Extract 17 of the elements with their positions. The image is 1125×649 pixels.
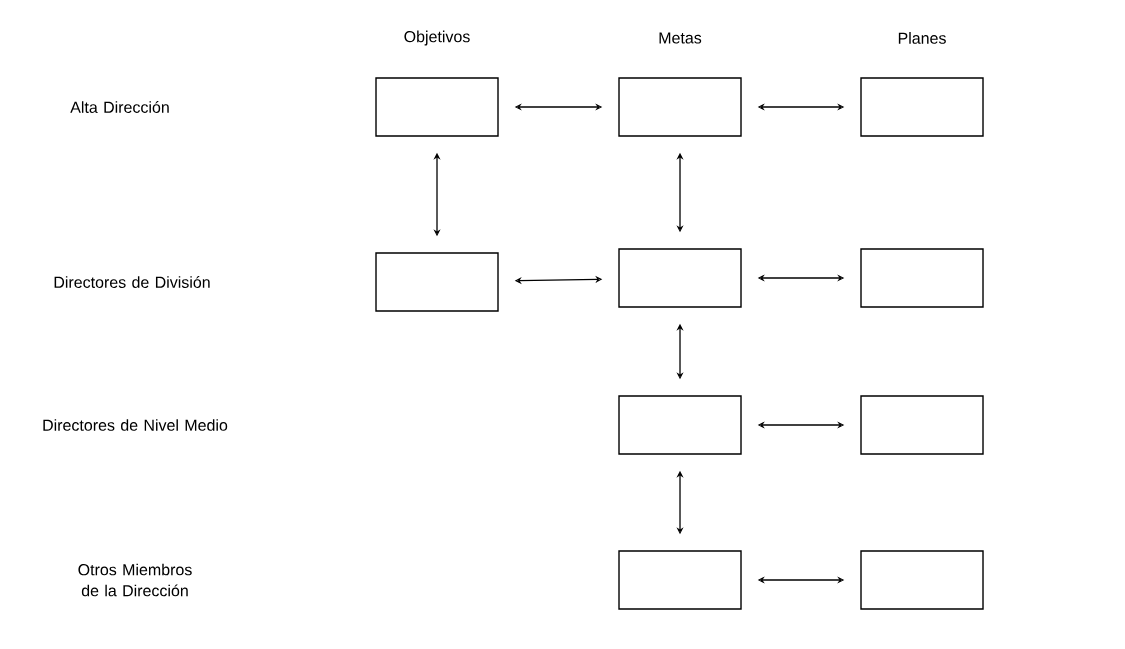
empty-box <box>860 77 984 137</box>
column-heading: Metas <box>659 32 702 44</box>
empty-box <box>375 252 499 312</box>
empty-box <box>618 77 742 137</box>
empty-box <box>860 248 984 308</box>
row-label: Otros Miembros de la Dirección <box>78 563 192 597</box>
row-label: Directores de División <box>54 276 210 288</box>
empty-box <box>618 248 742 308</box>
empty-box <box>618 550 742 610</box>
empty-box <box>375 77 499 137</box>
empty-box <box>618 395 742 455</box>
column-heading: Planes <box>898 32 946 44</box>
empty-box <box>860 395 984 455</box>
row-label: Directores de Nivel Medio <box>43 419 228 431</box>
empty-box <box>860 550 984 610</box>
column-heading: Objetivos <box>404 30 470 46</box>
row-label: Alta Dirección <box>70 101 169 113</box>
